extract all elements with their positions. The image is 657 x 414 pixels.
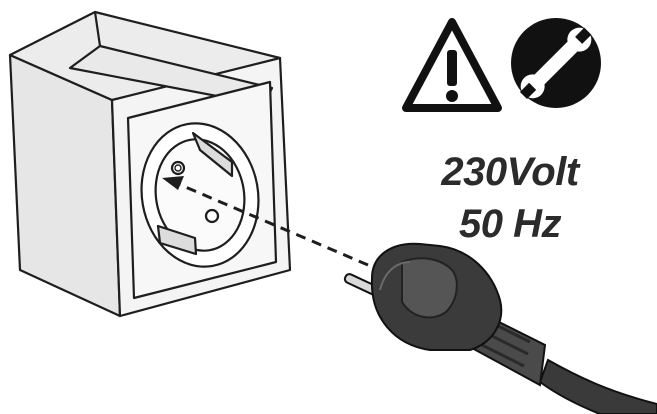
wall-socket (8, 10, 292, 318)
insertion-arrow (162, 176, 369, 267)
warning-triangle-icon (402, 18, 502, 112)
voltage-label: 230Volt (441, 150, 579, 194)
wrench-icon (511, 18, 601, 108)
power-plug (343, 242, 657, 414)
frequency-label: 50 Hz (459, 202, 562, 246)
